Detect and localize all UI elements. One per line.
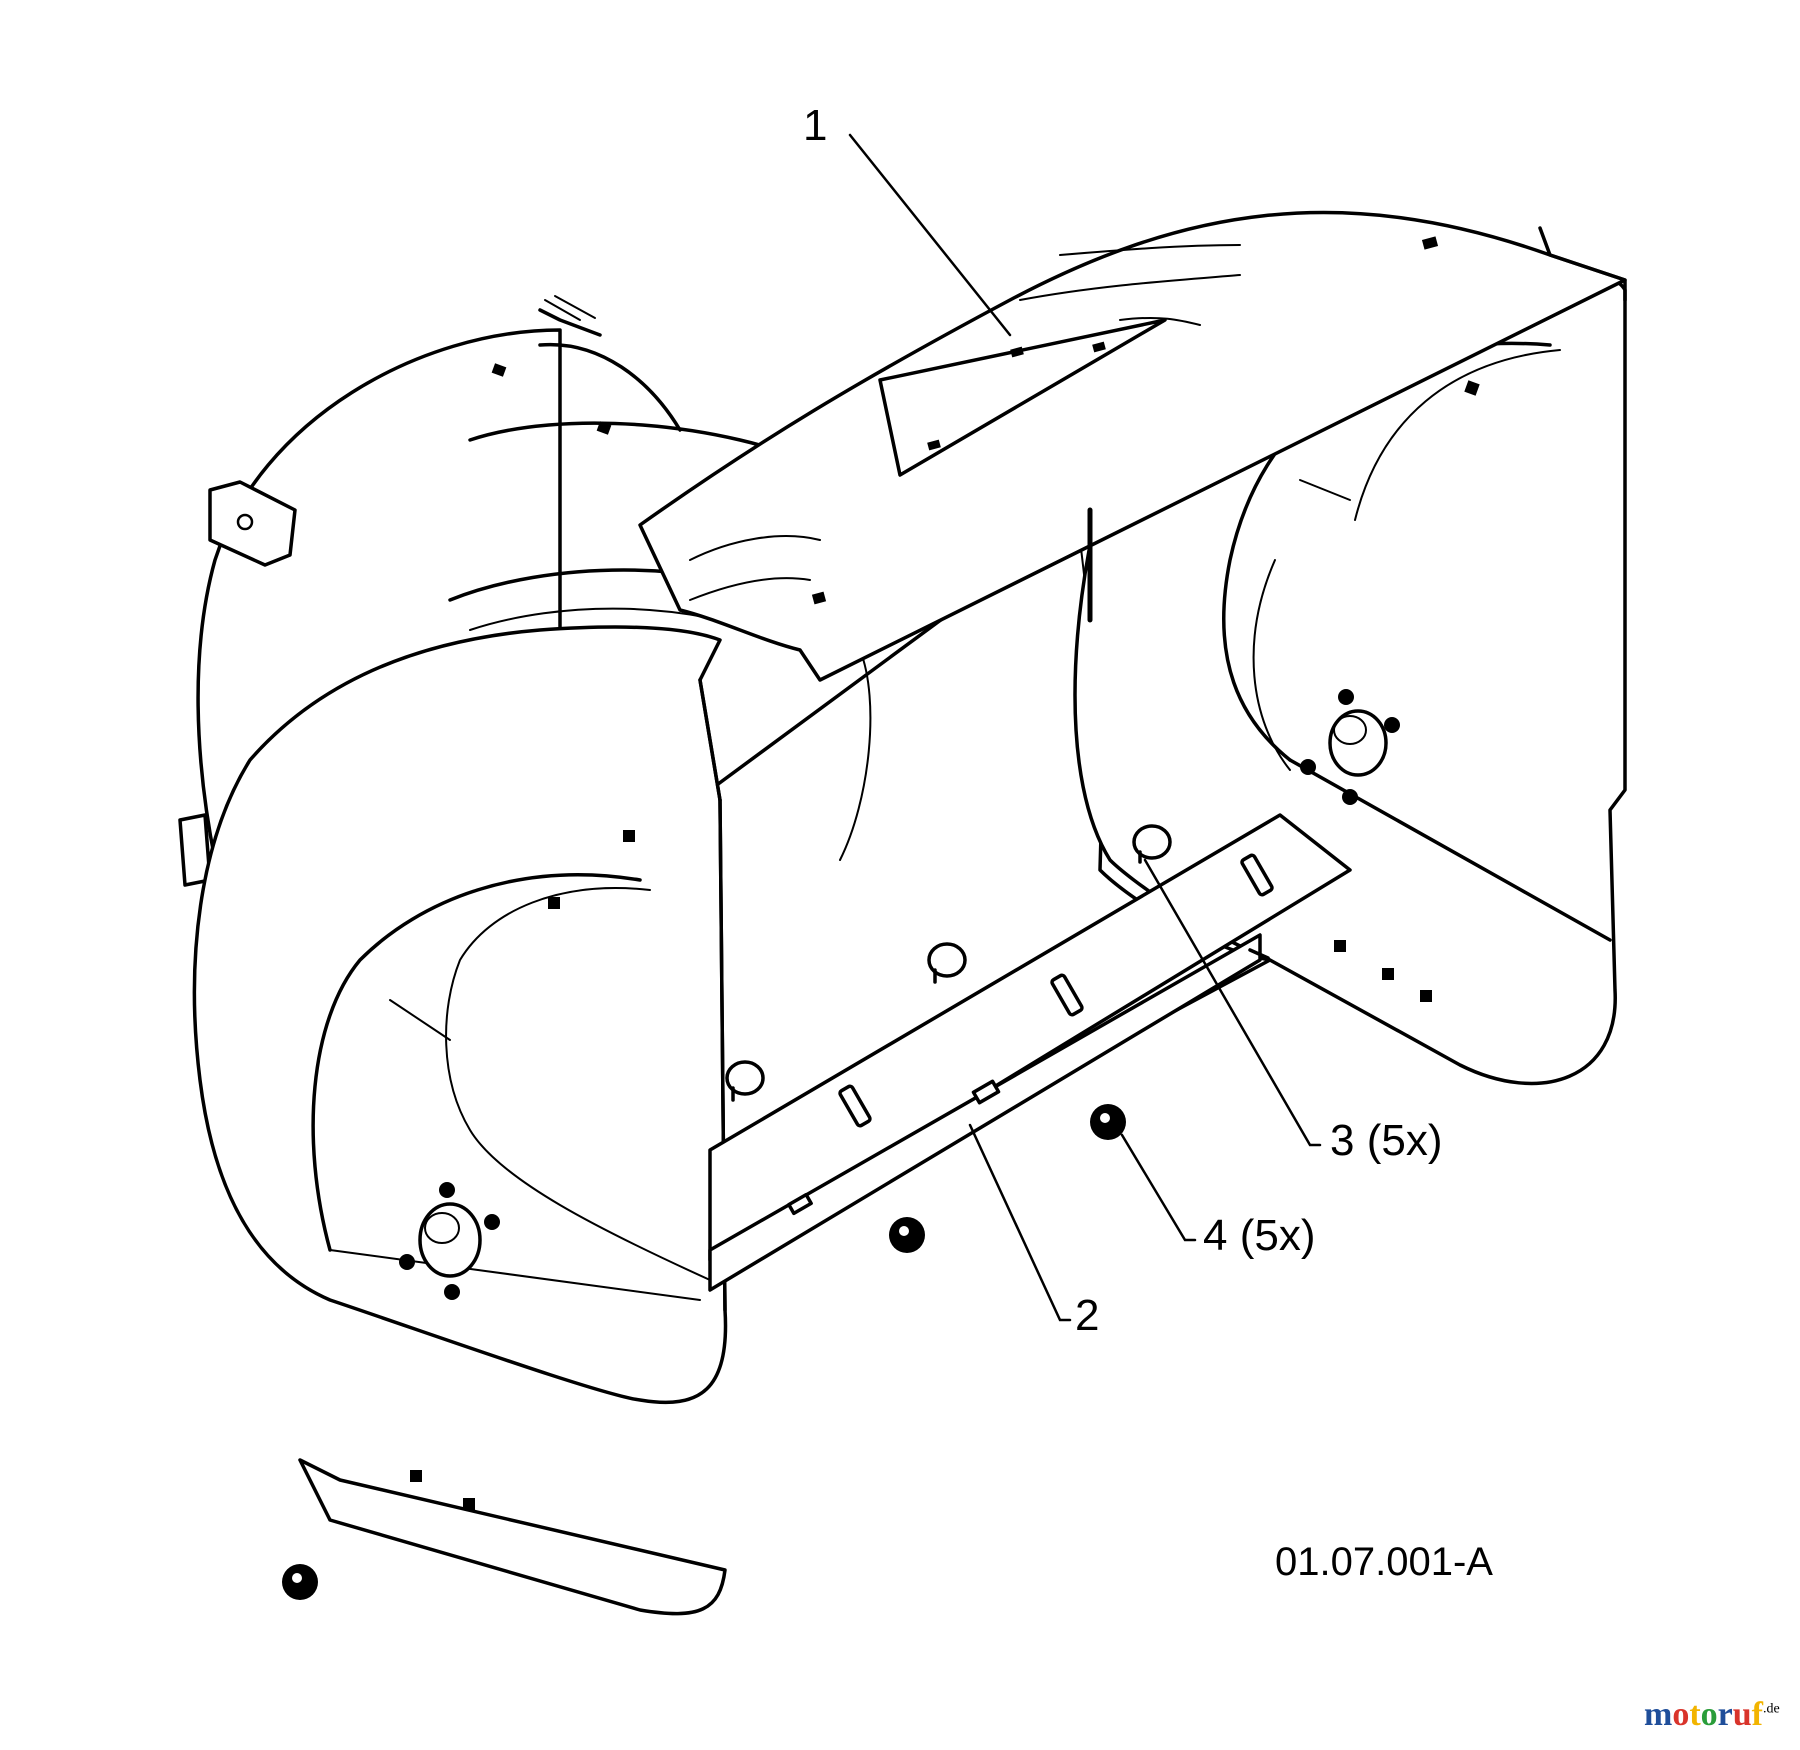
- watermark-letter: o: [1672, 1696, 1690, 1733]
- carriage-bolt: [927, 942, 967, 984]
- watermark-letter: f: [1751, 1696, 1763, 1733]
- drawing-code: 01.07.001-A: [1275, 1540, 1493, 1584]
- part-4-nuts: [282, 1104, 1126, 1600]
- watermark-letter: t: [1689, 1696, 1701, 1733]
- callout-2: 2: [1075, 1291, 1099, 1340]
- callout-4: 4 (5x): [1203, 1211, 1315, 1260]
- carriage-bolt: [725, 1060, 765, 1102]
- leader-lines: [848, 133, 1322, 1322]
- watermark-tld: .de: [1763, 1701, 1780, 1717]
- nut: [282, 1564, 318, 1600]
- left-front-housing: [192, 625, 728, 1532]
- watermark-logo: motoruf.de: [1644, 1696, 1780, 1734]
- carriage-bolt: [1132, 824, 1172, 864]
- part-1-top-beam: [638, 210, 1627, 682]
- left-housing-bottom: [298, 1458, 727, 1616]
- part-2-scraper-bar: [708, 813, 1352, 1292]
- watermark-letter: o: [1700, 1696, 1718, 1733]
- watermark-letter: r: [1717, 1696, 1733, 1733]
- watermark-word: motoruf: [1644, 1696, 1763, 1733]
- callout-1: 1: [803, 101, 827, 150]
- watermark-letter: m: [1644, 1696, 1673, 1733]
- watermark-letter: u: [1732, 1696, 1752, 1733]
- nut: [889, 1217, 925, 1253]
- callout-3: 3 (5x): [1330, 1116, 1442, 1165]
- part-3-carriage-bolts: [725, 824, 1172, 1102]
- nut: [1090, 1104, 1126, 1140]
